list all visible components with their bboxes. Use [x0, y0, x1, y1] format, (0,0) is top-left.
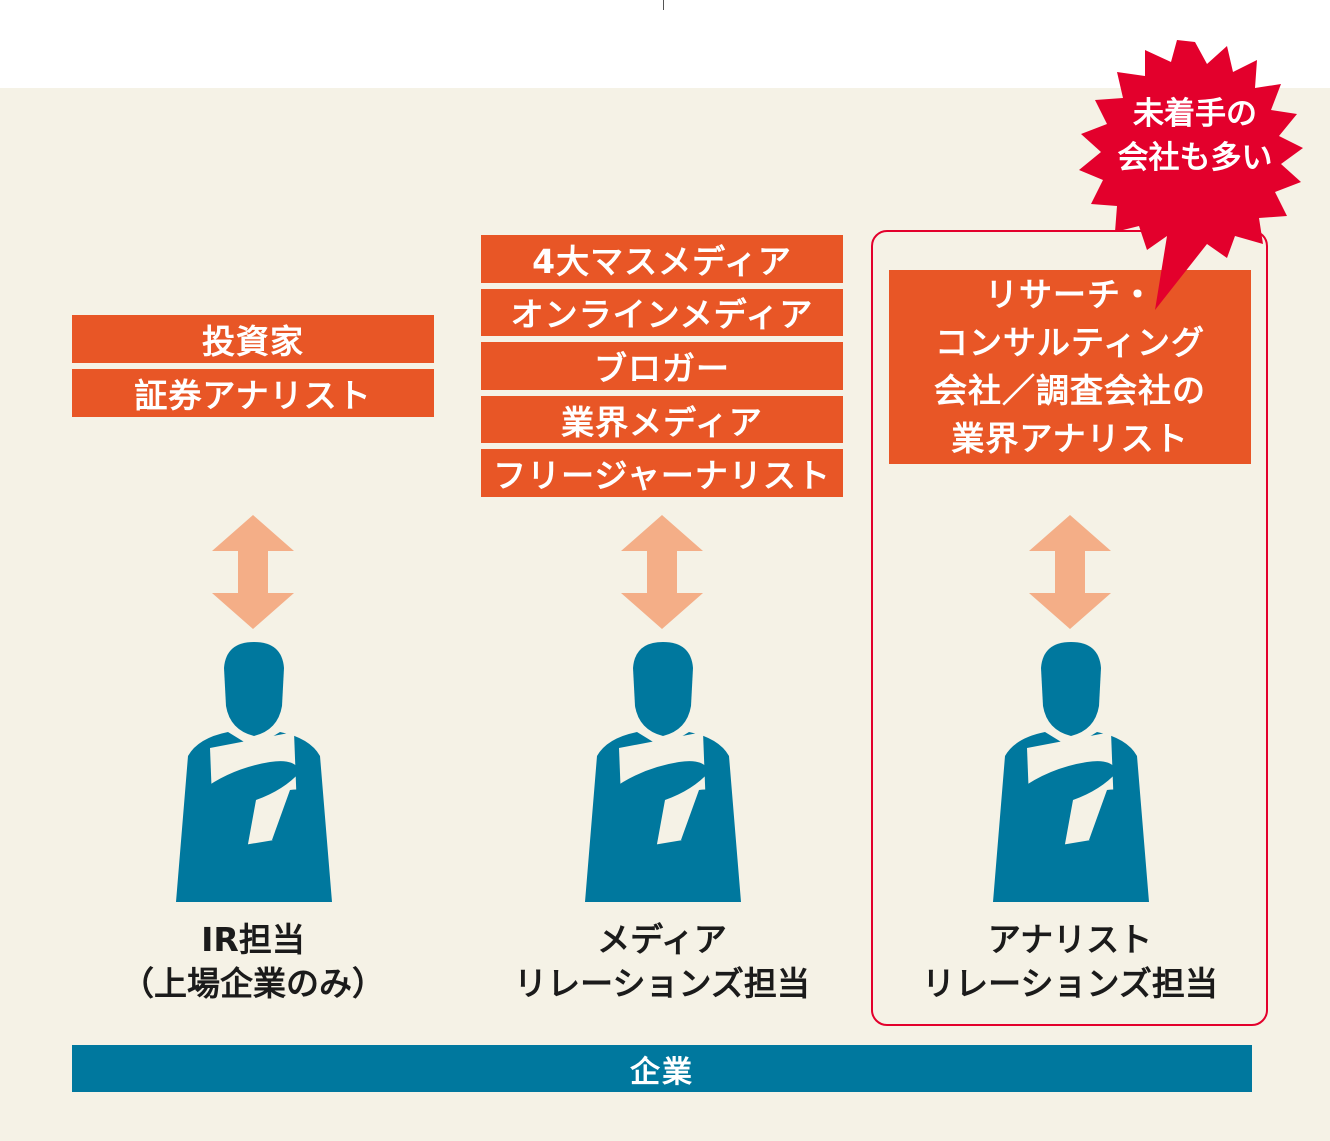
- top-tick-mark: [663, 0, 664, 10]
- target-box: ブロガー: [481, 342, 843, 390]
- person-silhouette-icon: [176, 642, 332, 902]
- analyst-highlight-frame: [871, 230, 1268, 1026]
- role-label-analyst: アナリスト リレーションズ担当: [922, 920, 1218, 1003]
- target-box: 4大マスメディア: [481, 235, 843, 283]
- role-label-media: メディア リレーションズ担当: [514, 920, 810, 1003]
- analyst-target-stack: リサーチ・ コンサルティング 会社／調査会社の 業界アナリスト: [889, 270, 1251, 464]
- target-box: 証券アナリスト: [72, 369, 434, 417]
- target-box: 投資家: [72, 315, 434, 363]
- double-arrow-icon: [1029, 515, 1111, 629]
- ir-target-stack: 投資家 証券アナリスト: [72, 315, 434, 417]
- double-arrow-icon: [621, 515, 703, 629]
- media-target-stack: 4大マスメディア オンラインメディア ブロガー 業界メディア フリージャーナリス…: [481, 235, 843, 497]
- double-arrow-icon: [212, 515, 294, 629]
- person-silhouette-icon: [993, 642, 1149, 902]
- company-bar: 企業: [72, 1045, 1252, 1092]
- target-box: 業界メディア: [481, 395, 843, 444]
- role-label-ir: IR担当 （上場企業のみ）: [121, 920, 385, 1003]
- callout-burst-icon: [1079, 40, 1303, 310]
- target-box: リサーチ・ コンサルティング 会社／調査会社の 業界アナリスト: [889, 270, 1251, 464]
- target-box: オンラインメディア: [481, 288, 843, 337]
- person-silhouette-icon: [585, 642, 741, 902]
- target-box: フリージャーナリスト: [481, 449, 843, 497]
- callout-text: 未着手の 会社も多い: [1117, 96, 1273, 176]
